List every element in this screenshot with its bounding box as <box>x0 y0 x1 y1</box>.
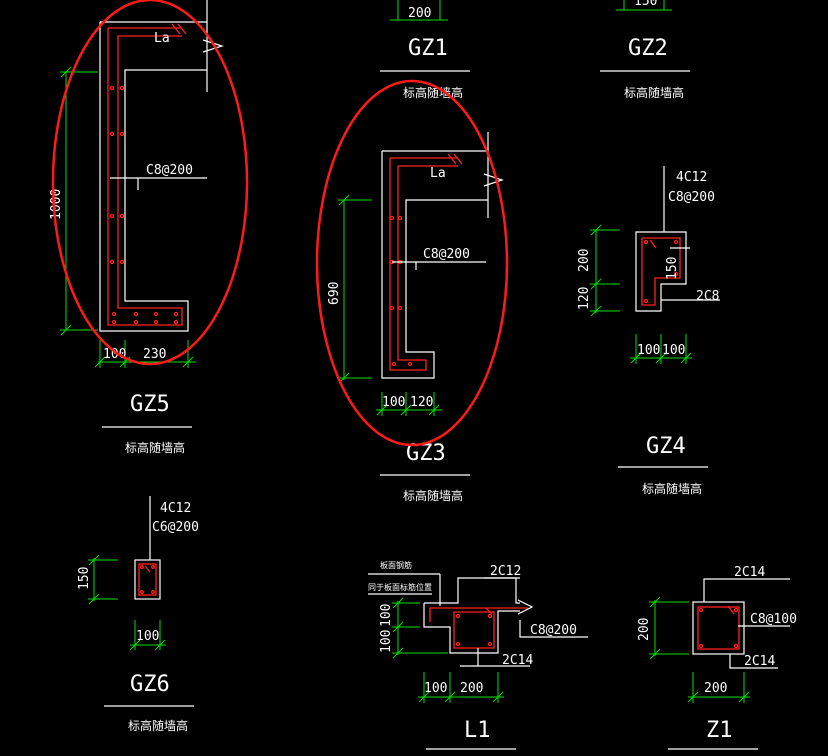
gz4-h1-label: 200 <box>577 249 592 272</box>
z1-stirrup-label: C8@100 <box>750 612 797 627</box>
l1-note1: 板面钢筋 <box>380 560 412 570</box>
l1-note2: 同于板面标筋位置 <box>368 582 432 592</box>
gz4-extra-label: 2C8 <box>696 289 719 304</box>
gz6-w-label: 100 <box>136 629 159 644</box>
gz2-note: 标高随墙高 <box>624 85 684 100</box>
gz6-main-label: 4C12 <box>160 501 191 516</box>
gz1-detail: 200 GZ1 标高随墙高 <box>380 0 470 100</box>
z1-bottom-label: 2C14 <box>744 654 775 669</box>
gz5-width1-label: 100 <box>103 347 126 362</box>
l1-h2-label: 100 <box>379 630 394 653</box>
gz3-stirrup-label: C8@200 <box>423 247 470 262</box>
gz4-w1-label: 100 <box>637 343 660 358</box>
gz2-title: GZ2 <box>628 36 668 61</box>
gz5-detail: La C8@200 1000 100 230 GZ5 标高随墙高 <box>49 0 249 455</box>
z1-top-label: 2C14 <box>734 565 765 580</box>
gz6-stirrup-label: C6@200 <box>152 520 199 535</box>
gz4-title: GZ4 <box>646 434 686 459</box>
z1-h-label: 200 <box>637 618 652 641</box>
gz5-title: GZ5 <box>130 392 170 417</box>
gz3-la-label: La <box>430 166 446 181</box>
gz1-title: GZ1 <box>408 36 448 61</box>
l1-detail: 板面钢筋 同于板面标筋位置 2C12 C8@200 2C14 100 100 1… <box>368 560 588 750</box>
gz3-height-label: 690 <box>327 282 342 305</box>
gz4-detail: 4C12 C8@200 150 2C8 200 120 100 100 GZ4 … <box>577 166 720 496</box>
gz4-inner-label: 150 <box>665 257 680 280</box>
gz1-dim-label: 200 <box>408 6 431 21</box>
gz5-stirrup-label: C8@200 <box>146 163 193 178</box>
gz5-highlight-ellipse <box>51 0 249 366</box>
gz2-dim-label: 150 <box>634 0 657 9</box>
gz3-detail: La C8@200 690 100 120 GZ3 标高随墙高 <box>315 79 509 503</box>
l1-bottom-label: 2C14 <box>502 653 533 668</box>
l1-title: L1 <box>464 718 491 743</box>
gz6-h-label: 150 <box>77 567 92 590</box>
l1-stirrup-label: C8@200 <box>530 623 577 638</box>
gz4-stirrup-label: C8@200 <box>668 190 715 205</box>
gz3-width1-label: 100 <box>382 395 405 410</box>
gz5-note: 标高随墙高 <box>125 440 185 455</box>
gz5-la-label: La <box>154 31 170 46</box>
z1-w-label: 200 <box>704 681 727 696</box>
gz5-height-label: 1000 <box>49 189 64 220</box>
l1-w1-label: 100 <box>424 681 447 696</box>
gz6-detail: 4C12 C6@200 150 100 GZ6 标高随墙高 <box>77 496 199 733</box>
gz4-main-label: 4C12 <box>676 170 707 185</box>
gz6-note: 标高随墙高 <box>128 718 188 733</box>
gz3-highlight-ellipse <box>315 79 509 447</box>
gz4-note: 标高随墙高 <box>642 481 702 496</box>
l1-top-label: 2C12 <box>490 564 521 579</box>
gz6-title: GZ6 <box>130 672 170 697</box>
gz3-width2-label: 120 <box>410 395 433 410</box>
gz3-note: 标高随墙高 <box>403 488 463 503</box>
z1-detail: 2C14 C8@100 2C14 200 200 Z1 <box>637 565 797 750</box>
l1-h1-label: 100 <box>379 604 394 627</box>
gz4-h2-label: 120 <box>577 287 592 310</box>
gz5-width2-label: 230 <box>143 347 166 362</box>
z1-title: Z1 <box>706 718 733 743</box>
l1-w2-label: 200 <box>460 681 483 696</box>
gz2-detail: 150 GZ2 标高随墙高 <box>600 0 690 100</box>
gz4-w2-label: 100 <box>662 343 685 358</box>
gz1-note: 标高随墙高 <box>403 85 463 100</box>
